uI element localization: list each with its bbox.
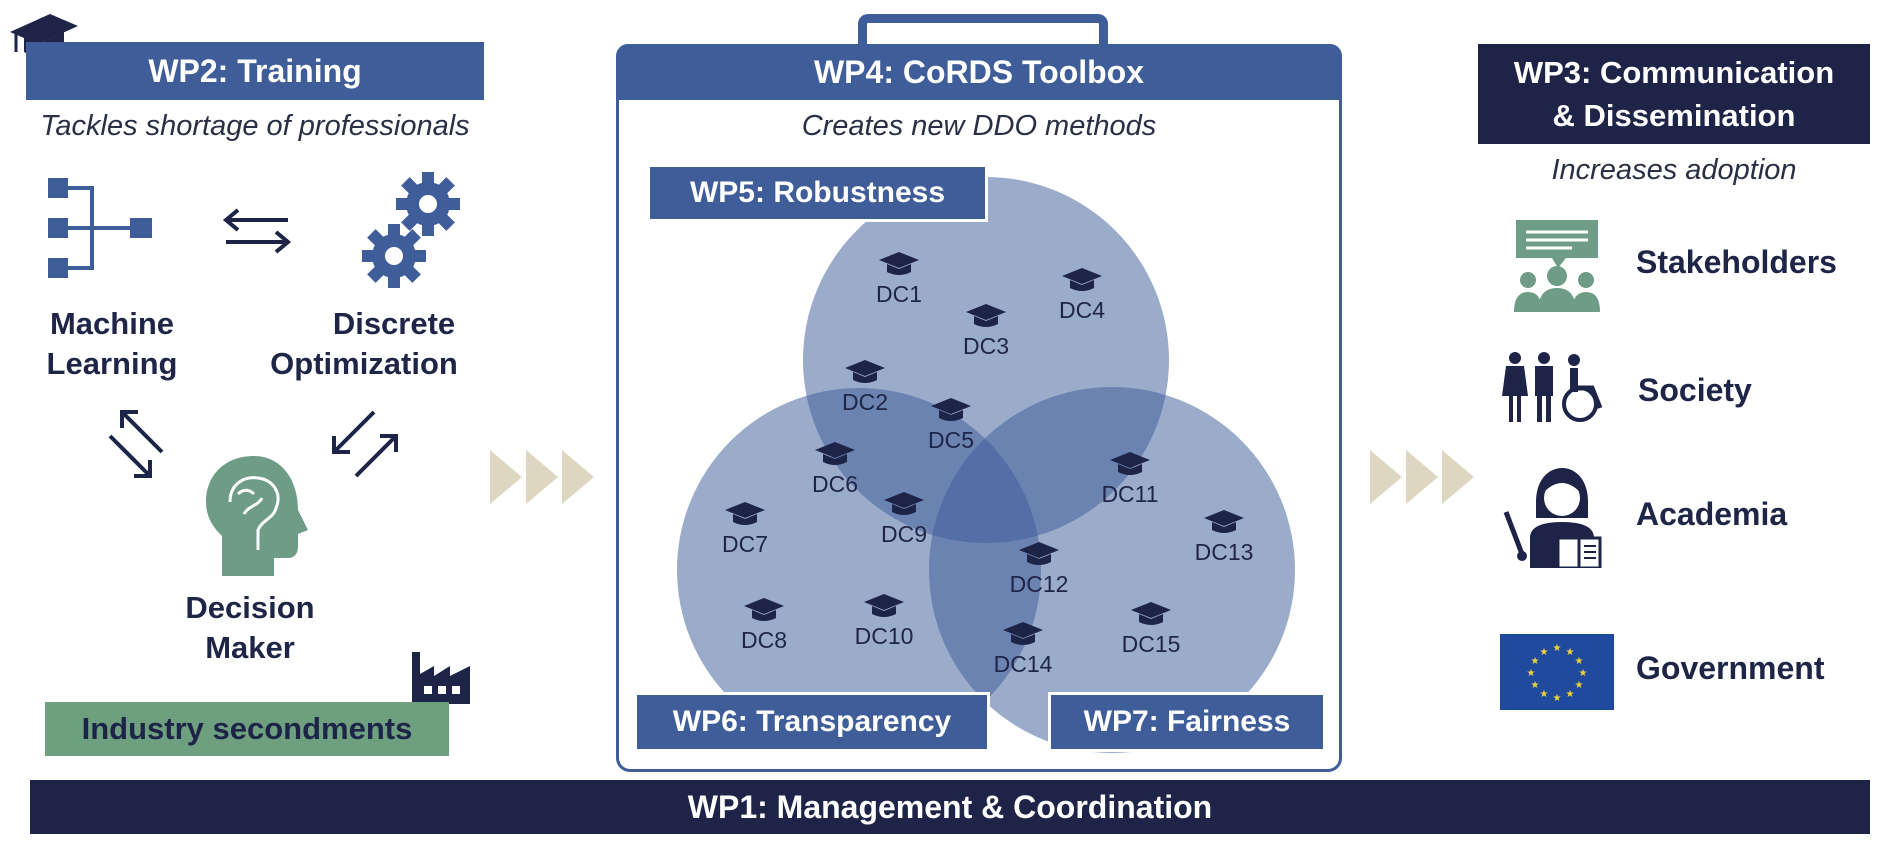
stakeholders-icon [1514,220,1600,312]
wp7-fairness-label: WP7: Fairness [1048,692,1326,752]
dc-item: DC9 [864,490,944,548]
svg-text:★: ★ [1575,656,1584,667]
graduation-cap-icon [744,598,784,621]
bidirectional-arrow-icon [222,208,292,254]
chevron-arrows-icon [1370,450,1474,504]
svg-text:★: ★ [1531,680,1540,691]
society-label: Society [1638,372,1752,408]
graduation-cap-icon [966,304,1006,327]
industry-secondments-label: Industry secondments [45,702,449,756]
svg-text:★: ★ [1579,668,1588,679]
svg-text:★: ★ [1566,647,1575,658]
brain-head-icon [206,456,308,576]
wp3-title: WP3: Communication& Dissemination [1478,44,1870,144]
dc-item: DC12 [999,540,1079,598]
graduation-cap-icon [1110,452,1150,475]
graduation-cap-icon [1019,542,1059,565]
svg-text:★: ★ [1575,680,1584,691]
stakeholders-label: Stakeholders [1636,244,1837,280]
graduation-cap-icon [1131,602,1171,625]
society-icon [1502,352,1603,422]
venn-diagram [677,177,1295,753]
dc-item: DC3 [946,302,1026,360]
eu-flag-icon: ★★★★ ★★★★ ★★★★ [1500,634,1614,710]
wp3-subtitle: Increases adoption [1551,154,1797,186]
wp4-title: WP4: CoRDS Toolbox [616,44,1342,100]
bidirectional-arrow-icon [108,410,164,478]
graduation-cap-icon [1204,510,1244,533]
wp2-title: WP2: Training [26,42,484,100]
graduation-cap-icon [864,594,904,617]
toolbox-handle [858,14,1108,54]
dc-item: DC6 [795,440,875,498]
gears-icon [362,172,460,288]
dc-item: DC11 [1090,450,1170,508]
dc-item: DC8 [724,596,804,654]
dc-item: DC13 [1184,508,1264,566]
svg-text:★: ★ [1553,693,1562,704]
academia-icon [1503,468,1602,568]
svg-text:★: ★ [1540,689,1549,700]
dc-item: DC15 [1111,600,1191,658]
svg-text:★: ★ [1553,643,1562,654]
graduation-cap-icon [931,398,971,421]
dc-item: DC5 [911,396,991,454]
graduation-cap-icon [725,502,765,525]
factory-icon [412,652,470,704]
dc-item: DC14 [983,620,1063,678]
chevron-arrows-icon [490,450,594,504]
dc-item: DC4 [1042,266,1122,324]
wp4-subtitle: Creates new DDO methods [801,110,1157,142]
svg-text:★: ★ [1566,689,1575,700]
wp2-subtitle: Tackles shortage of professionals [40,110,470,142]
wp1-bar: WP1: Management & Coordination [30,780,1870,834]
graduation-cap-icon [815,442,855,465]
graduation-cap-icon [1062,268,1102,291]
svg-text:★: ★ [1531,656,1540,667]
academia-label: Academia [1636,496,1788,532]
wp6-transparency-label: WP6: Transparency [634,692,990,752]
dc-item: DC2 [825,358,905,416]
dc-item: DC1 [859,250,939,308]
bidirectional-arrow-icon [332,410,398,478]
graduation-cap-icon [1003,622,1043,645]
dc-item: DC7 [705,500,785,558]
graduation-cap-icon [879,252,919,275]
government-label: Government [1636,650,1825,686]
svg-text:★: ★ [1527,668,1536,679]
svg-text:★: ★ [1540,647,1549,658]
dc-item: DC10 [844,592,924,650]
wp5-robustness-label: WP5: Robustness [647,164,988,222]
graduation-cap-icon [884,492,924,515]
machine-learning-icon [48,178,152,278]
graduation-cap-icon [845,360,885,383]
